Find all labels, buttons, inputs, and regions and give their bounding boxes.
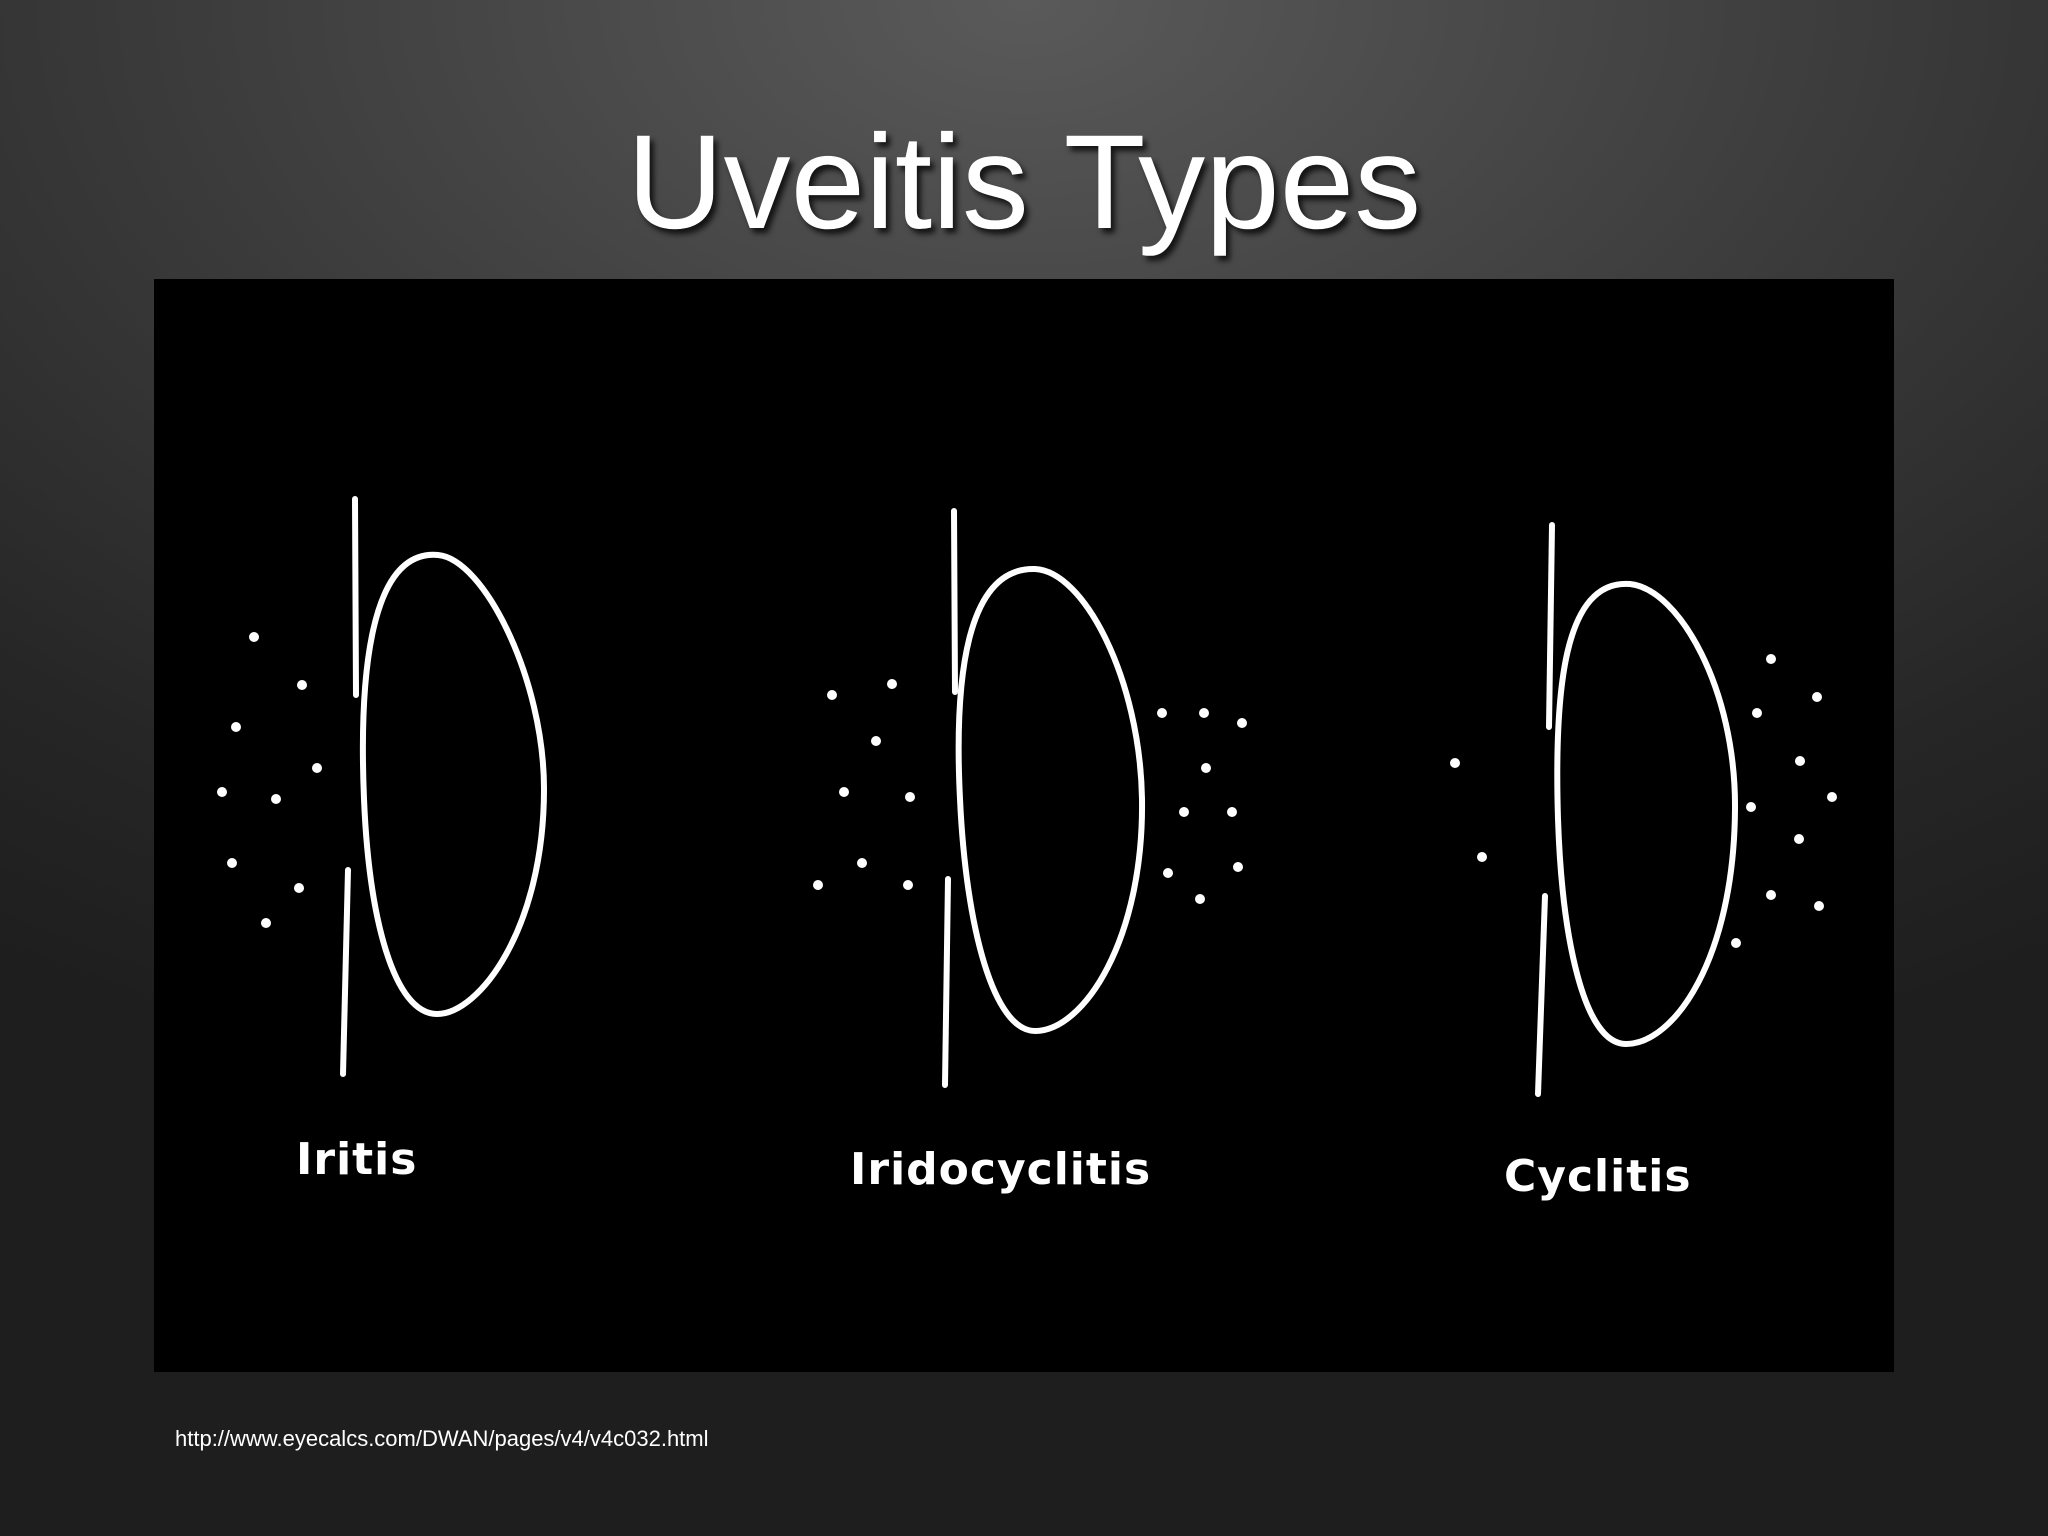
cyclitis-eye-diagram — [1535, 522, 1739, 1097]
label-iridocyclitis: Iridocyclitis — [850, 1144, 1152, 1195]
cyclitis-anterior-cells — [1450, 758, 1487, 862]
cyclitis-iris-upper — [1546, 522, 1555, 730]
iridocyclitis-anterior-cells — [813, 679, 915, 890]
iridocyclitis-eye-diagram — [942, 508, 1146, 1088]
label-iritis: Iritis — [296, 1134, 418, 1185]
iritis-eye-diagram — [340, 496, 548, 1077]
iritis-iris-upper — [352, 496, 359, 698]
iridocyclitis-iris-upper — [951, 508, 958, 695]
iridocyclitis-iris-lower — [942, 876, 951, 1088]
iritis-iris-lower — [340, 867, 351, 1077]
iridocyclitis-lens — [955, 565, 1146, 1035]
iritis-lens — [359, 551, 548, 1018]
iridocyclitis-vitreous-cells — [1157, 708, 1247, 904]
uveitis-diagram — [217, 496, 1837, 1097]
source-link[interactable]: http://www.eyecalcs.com/DWAN/pages/v4/v4… — [175, 1426, 709, 1451]
cyclitis-vitreous-cells — [1731, 654, 1837, 948]
label-cyclitis: Cyclitis — [1504, 1151, 1692, 1202]
cyclitis-iris-lower — [1535, 893, 1548, 1097]
iritis-anterior-cells — [217, 632, 322, 928]
cyclitis-lens — [1554, 580, 1739, 1048]
uveitis-diagram-panel: Iritis Iridocyclitis Cyclitis — [154, 279, 1894, 1372]
slide-title: Uveitis Types — [626, 108, 1422, 257]
